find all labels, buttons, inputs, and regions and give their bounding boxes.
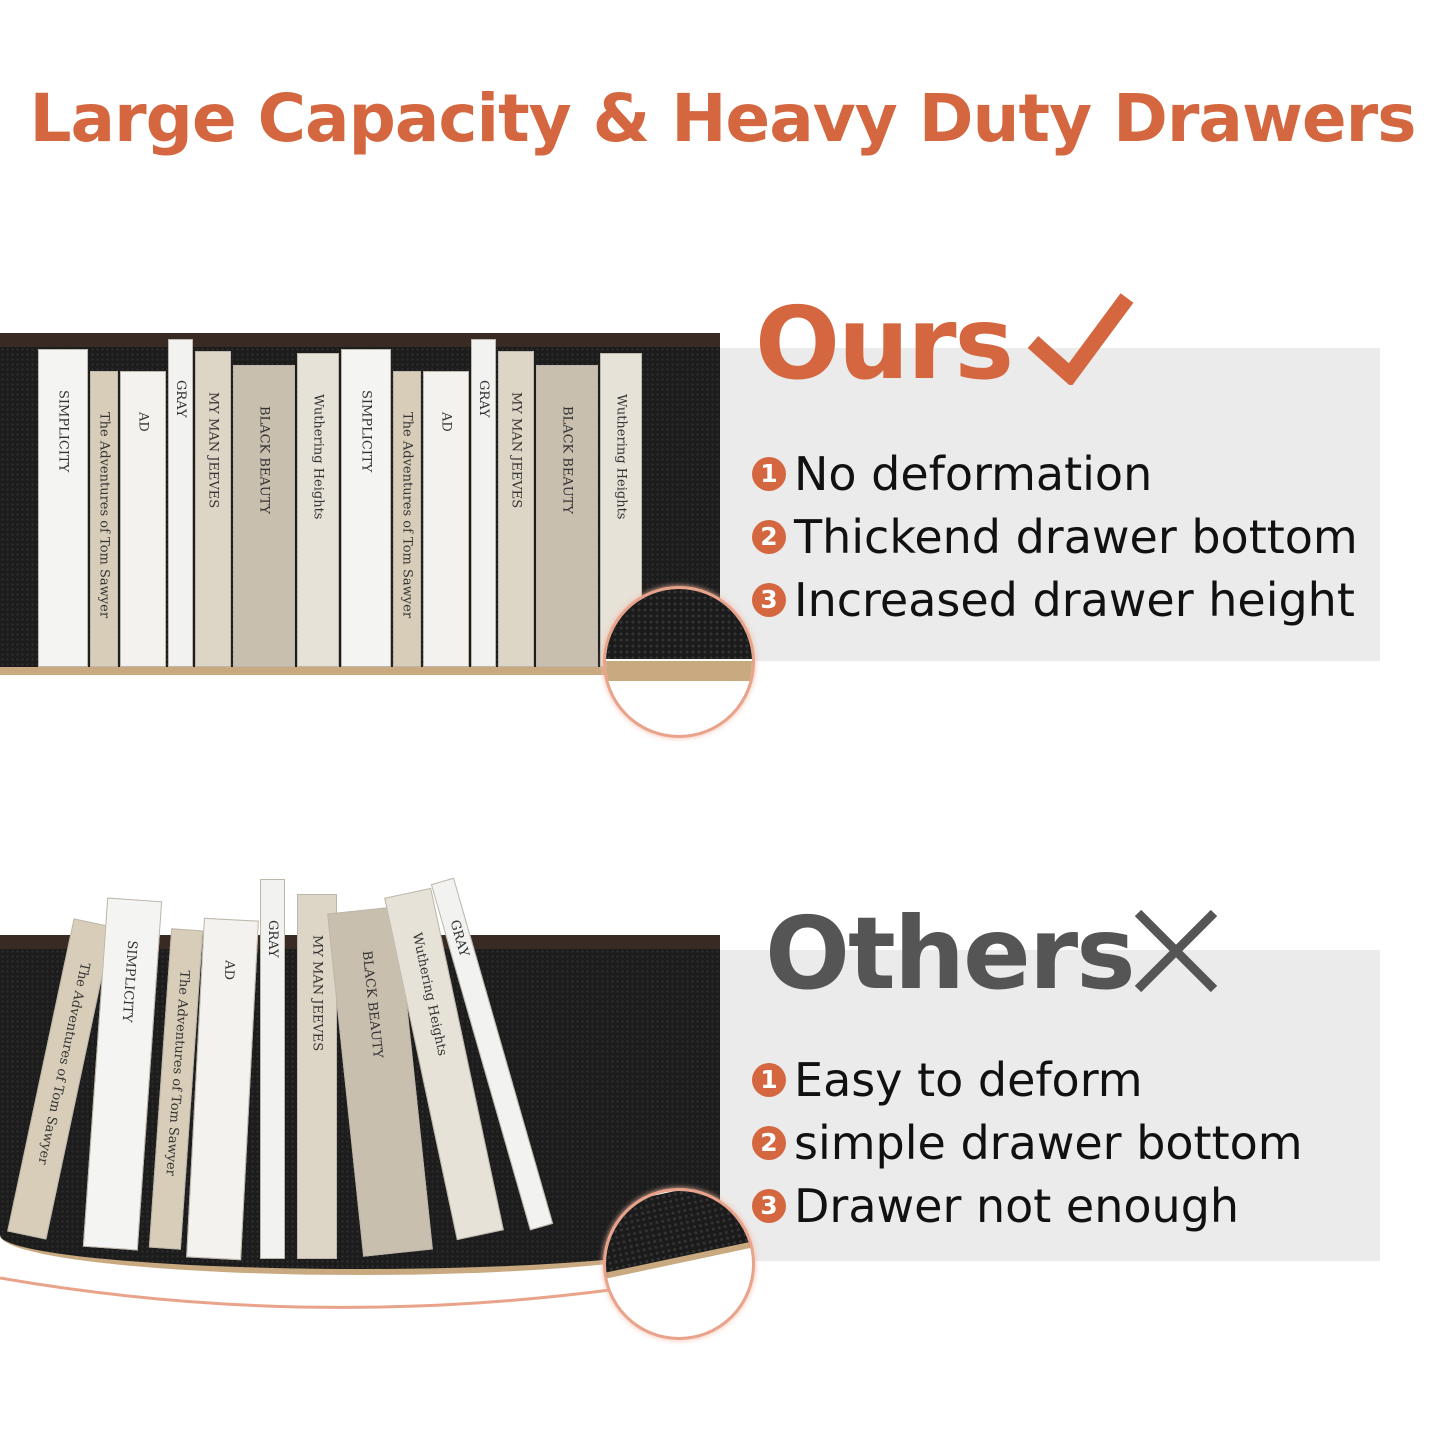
item-text: No deformation xyxy=(794,446,1153,501)
book: MY MAN JEEVES xyxy=(195,351,231,667)
book: BLACK BEAUTY xyxy=(233,365,295,667)
others-bottom-closeup xyxy=(603,1188,755,1340)
book: AD xyxy=(423,371,469,667)
book: BLACK BEAUTY xyxy=(536,365,598,667)
item-text: Increased drawer height xyxy=(794,572,1355,627)
book: GRAY xyxy=(260,879,285,1259)
item-text: Drawer not enough xyxy=(794,1178,1240,1233)
number-badge: 1 xyxy=(752,456,786,491)
book: Wuthering Heights xyxy=(297,353,339,667)
book: SIMPLICITY xyxy=(38,349,88,667)
number-badge: 3 xyxy=(752,1188,786,1223)
page-title: Large Capacity & Heavy Duty Drawers xyxy=(29,80,1416,157)
others-panel xyxy=(720,950,1380,1261)
book: MY MAN JEEVES xyxy=(498,351,534,667)
number-badge: 1 xyxy=(752,1062,786,1097)
book: GRAY xyxy=(471,339,496,667)
check-icon xyxy=(1027,293,1134,385)
book: MY MAN JEEVES xyxy=(297,894,337,1259)
x-icon xyxy=(1134,909,1218,993)
ours-heading: Ours xyxy=(755,285,1014,402)
book: SIMPLICITY xyxy=(341,349,391,667)
book: AD xyxy=(120,371,166,667)
number-badge: 2 xyxy=(752,1125,786,1160)
number-badge: 3 xyxy=(752,582,786,617)
ours-panel xyxy=(720,348,1380,661)
item-text: simple drawer bottom xyxy=(794,1115,1303,1170)
book: GRAY xyxy=(168,339,193,667)
item-text: Easy to deform xyxy=(794,1052,1143,1107)
others-heading: Others xyxy=(765,895,1136,1012)
deformation-curve xyxy=(0,1276,611,1309)
item-text: Thickend drawer bottom xyxy=(794,509,1358,564)
others-drawer-image: The Adventures of Tom Sawyer SIMPLICITY … xyxy=(0,877,720,1275)
number-badge: 2 xyxy=(752,519,786,554)
book: The Adventures of Tom Sawyer xyxy=(393,371,421,667)
ours-drawer-image: SIMPLICITY The Adventures of Tom Sawyer … xyxy=(0,333,720,675)
ours-bottom-closeup xyxy=(603,586,755,738)
book: The Adventures of Tom Sawyer xyxy=(90,371,118,667)
